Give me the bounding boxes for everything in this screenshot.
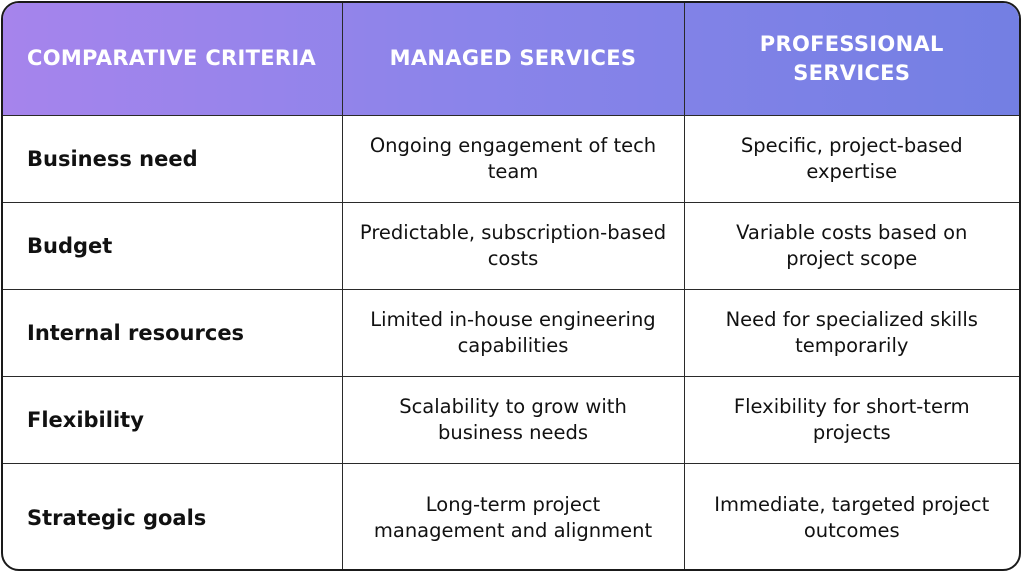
criterion-cell: Budget (3, 202, 343, 290)
comparison-table: COMPARATIVE CRITERIA MANAGED SERVICES PR… (3, 3, 1019, 569)
table-body: Business need Ongoing engagement of tech… (3, 115, 1019, 569)
table-row: Flexibility Scalability to grow with bus… (3, 376, 1019, 464)
managed-cell: Scalability to grow with business needs (342, 376, 685, 464)
header-professional-services: PROFESSIONAL SERVICES (684, 3, 1019, 116)
header-criteria: COMPARATIVE CRITERIA (3, 3, 343, 116)
professional-cell: Flexibility for short-term projects (684, 376, 1019, 464)
criterion-cell: Strategic goals (3, 463, 343, 569)
table-row: Internal resources Limited in-house engi… (3, 289, 1019, 377)
professional-cell: Need for specialized skills temporarily (684, 289, 1019, 377)
criterion-cell: Internal resources (3, 289, 343, 377)
professional-cell: Variable costs based on project scope (684, 202, 1019, 290)
managed-cell: Limited in-house engineering capabilitie… (342, 289, 685, 377)
professional-cell: Immediate, targeted project outcomes (714, 492, 990, 542)
header-managed-services: MANAGED SERVICES (342, 3, 685, 116)
table-row: Budget Predictable, subscription-based c… (3, 202, 1019, 290)
professional-cell: Specific, project-based expertise (684, 115, 1019, 203)
criterion-cell: Flexibility (3, 376, 343, 464)
managed-cell: Long-term project management and alignme… (342, 463, 685, 569)
table-header: COMPARATIVE CRITERIA MANAGED SERVICES PR… (3, 3, 1019, 116)
criterion-cell: Business need (3, 115, 343, 203)
managed-cell: Ongoing engagement of tech team (342, 115, 685, 203)
table-row: Strategic goals Long-term project manage… (3, 463, 1019, 569)
table-row: Business need Ongoing engagement of tech… (3, 115, 1019, 203)
header-row: COMPARATIVE CRITERIA MANAGED SERVICES PR… (3, 3, 1019, 116)
managed-cell: Predictable, subscription-based costs (342, 202, 685, 290)
